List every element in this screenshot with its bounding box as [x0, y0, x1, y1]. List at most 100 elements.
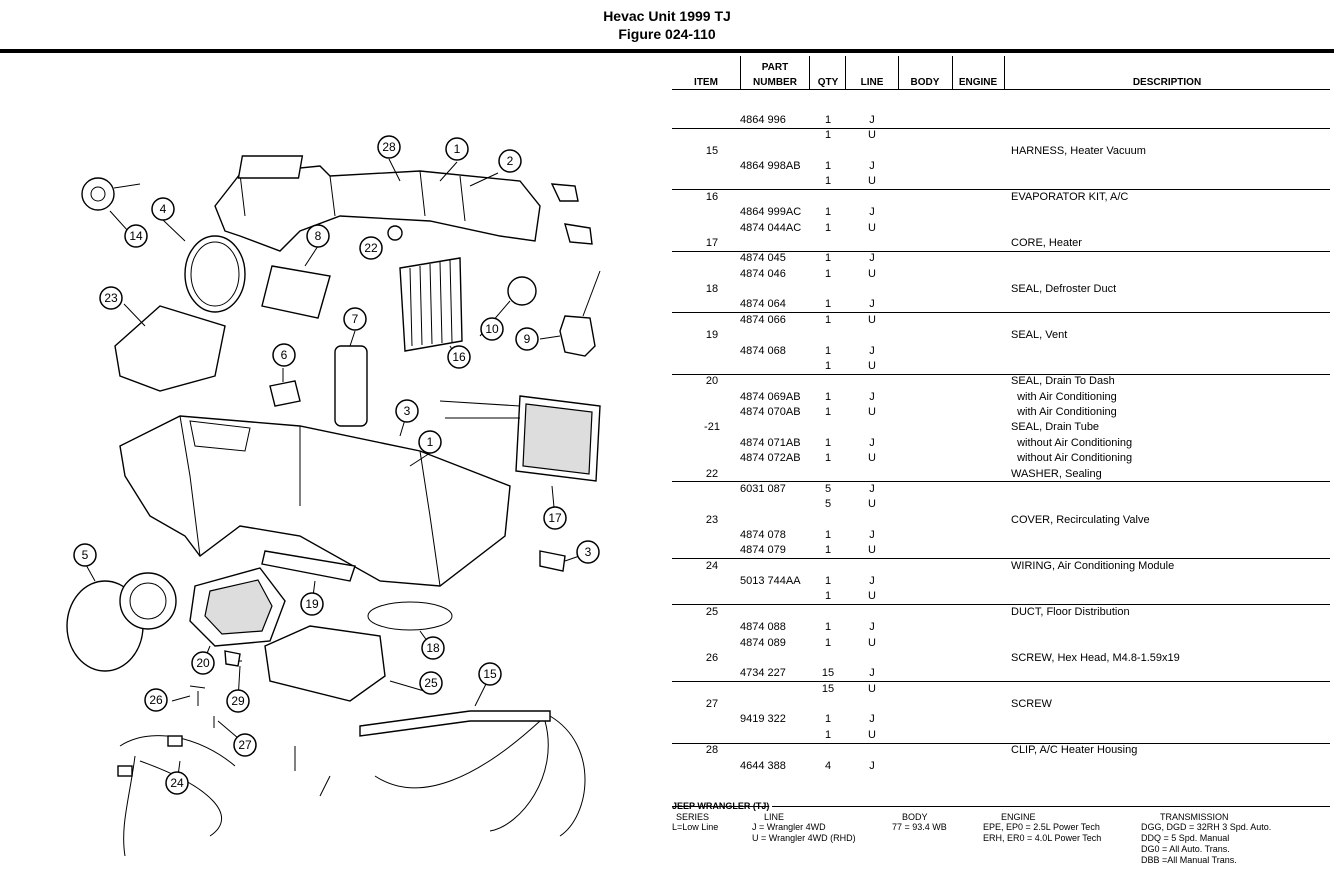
line-cell: U: [868, 544, 876, 557]
callout-label: 25: [424, 676, 438, 690]
callout-29: 29: [226, 689, 250, 713]
footer-trans-header: TRANSMISSION: [1160, 812, 1229, 822]
item-cell: 20: [705, 375, 719, 388]
callout-17: 17: [543, 506, 567, 530]
footer-line-1: J = Wrangler 4WD: [752, 822, 826, 832]
qty-cell: 1: [824, 267, 832, 280]
header-rule: [672, 89, 1330, 90]
qty-cell: 5: [824, 482, 832, 495]
item-cell: 19: [705, 329, 719, 342]
row-group-divider: [672, 127, 1330, 129]
part-number-cell: 4874 066: [740, 313, 786, 326]
callout-8: 8: [306, 224, 330, 248]
footer-trans-3: DG0 = All Auto. Trans.: [1141, 844, 1230, 854]
callout-6: 6: [272, 343, 296, 367]
callout-16: 16: [447, 345, 471, 369]
footer-line-2: U = Wrangler 4WD (RHD): [752, 833, 856, 843]
description-cell: SCREW: [1011, 698, 1052, 711]
qty-cell: 5: [824, 498, 832, 511]
item-cell: 27: [705, 698, 719, 711]
qty-cell: 1: [824, 436, 832, 449]
callout-label: 18: [426, 641, 440, 655]
qty-cell: 15: [821, 667, 835, 680]
line-cell: J: [869, 206, 875, 219]
callout-label: 14: [129, 229, 143, 243]
callout-label: 5: [82, 548, 89, 562]
callout-15: 15: [478, 662, 502, 686]
part-number-cell: 4874 046: [740, 267, 786, 280]
qty-cell: 1: [824, 114, 832, 126]
part-number-cell: 4874 070AB: [740, 406, 801, 419]
item-cell: 15: [705, 144, 719, 157]
callout-23: 23: [99, 286, 123, 310]
item-cell: 26: [705, 651, 719, 664]
callout-3: 3: [576, 540, 600, 564]
header-divider: [898, 56, 899, 89]
line-cell: J: [869, 436, 875, 449]
callout-28: 28: [377, 135, 401, 159]
part-number-cell: 4874 072AB: [740, 452, 801, 465]
header-part-number: NUMBER: [753, 77, 797, 88]
part-number-cell: 4874 069AB: [740, 390, 801, 403]
callout-20: 20: [191, 651, 215, 675]
description-cell: WIRING, Air Conditioning Module: [1011, 559, 1175, 572]
footer-body-1: 77 = 93.4 WB: [892, 822, 947, 832]
part-number-cell: 4874 045: [740, 252, 786, 265]
callout-label: 16: [452, 350, 466, 364]
footer-series-header: SERIES: [676, 812, 710, 822]
qty-cell: 1: [824, 390, 832, 403]
item-cell: 22: [705, 467, 719, 480]
exploded-parts-diagram: [66, 155, 601, 856]
description-cell: without Air Conditioning: [1011, 436, 1133, 449]
qty-cell: 1: [824, 175, 832, 188]
footer-engine-2: ERH, ER0 = 4.0L Power Tech: [983, 833, 1102, 843]
callout-label: 28: [382, 140, 396, 154]
header-divider: [740, 56, 741, 89]
description-cell: HARNESS, Heater Vacuum: [1011, 144, 1146, 157]
callout-1: 1: [418, 430, 442, 454]
part-number-cell: 4734 227: [740, 667, 786, 680]
part-number-cell: 4874 044AC: [740, 221, 802, 234]
part-number-cell: 6031 087: [740, 482, 786, 495]
callout-label: 19: [305, 597, 319, 611]
qty-cell: 1: [824, 298, 832, 311]
callout-label: 26: [149, 693, 163, 707]
description-cell: with Air Conditioning: [1011, 390, 1117, 403]
item-cell: 24: [705, 559, 719, 572]
callout-label: 24: [170, 776, 184, 790]
description-cell: CLIP, A/C Heater Housing: [1011, 744, 1138, 757]
qty-cell: 1: [824, 160, 832, 173]
row-group-divider: [672, 312, 1330, 314]
qty-cell: 1: [824, 452, 832, 465]
part-number-cell: 5013 744AA: [740, 575, 801, 588]
line-cell: U: [868, 129, 876, 142]
line-cell: J: [869, 713, 875, 726]
line-cell: U: [868, 728, 876, 741]
qty-cell: 1: [824, 206, 832, 219]
callout-label: 9: [524, 332, 531, 346]
qty-cell: 1: [824, 728, 832, 741]
part-number-cell: 9419 322: [740, 713, 786, 726]
footer-series-1: L=Low Line: [672, 822, 719, 832]
callout-label: 29: [231, 694, 245, 708]
line-cell: J: [869, 482, 875, 495]
qty-cell: 1: [824, 621, 832, 634]
item-cell: 25: [705, 605, 719, 618]
callout-3: 3: [395, 399, 419, 423]
callout-label: 17: [548, 511, 562, 525]
footer-engine-header: ENGINE: [1001, 812, 1036, 822]
item-cell: 16: [705, 190, 719, 203]
item-cell: 18: [705, 283, 719, 296]
line-cell: U: [868, 452, 876, 465]
line-cell: U: [868, 359, 876, 372]
qty-cell: 1: [824, 590, 832, 603]
row-group-divider: [672, 373, 1330, 375]
part-number-cell: 4864 996: [740, 114, 786, 126]
header-divider: [952, 56, 953, 89]
callout-27: 27: [233, 733, 257, 757]
callout-label: 3: [404, 404, 411, 418]
part-number-cell: 4874 089: [740, 636, 786, 649]
row-group-divider: [672, 250, 1330, 252]
line-cell: U: [868, 636, 876, 649]
